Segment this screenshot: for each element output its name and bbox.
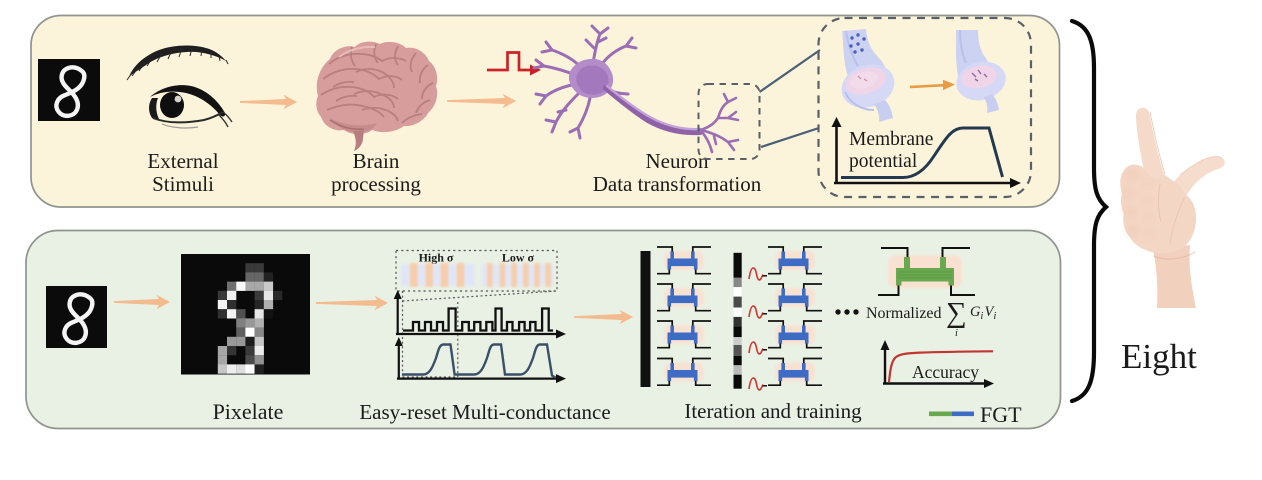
svg-text:Iteration and training: Iteration and training [684,399,862,423]
svg-text:potential: potential [849,151,918,172]
svg-text:Membrane: Membrane [849,129,933,150]
svg-text:Pixelate: Pixelate [213,399,284,424]
svg-text:Accuracy: Accuracy [912,362,979,382]
svg-text:Easy-reset Multi-conductance: Easy-reset Multi-conductance [359,400,610,424]
svg-text:V: V [985,304,996,320]
svg-text:Normalized: Normalized [866,305,942,322]
svg-text:FGT: FGT [980,402,1022,427]
svg-text:External: External [147,149,218,173]
svg-text:∑: ∑ [946,297,967,329]
svg-text:Brain: Brain [353,149,400,173]
svg-text:G: G [970,304,981,320]
svg-text:i: i [955,328,958,339]
svg-text:Eight: Eight [1121,337,1197,376]
svg-text:Stimuli: Stimuli [152,172,214,196]
svg-text:Data transformation: Data transformation [593,172,762,196]
svg-text:i: i [994,311,997,322]
svg-text:Low σ: Low σ [502,251,535,265]
svg-text:processing: processing [331,172,421,196]
svg-text:High σ: High σ [419,251,454,265]
svg-text:i: i [981,311,984,322]
